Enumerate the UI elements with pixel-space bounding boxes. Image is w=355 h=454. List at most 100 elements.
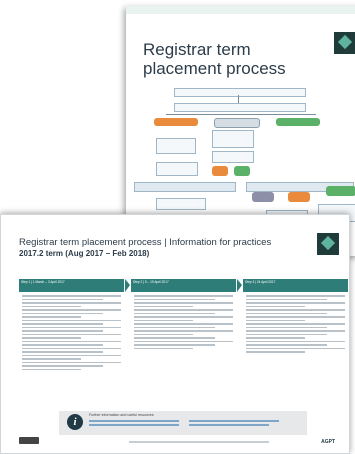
step-arrow-icon — [237, 279, 242, 292]
text-line — [246, 340, 345, 342]
text-line — [22, 312, 104, 314]
text-line — [246, 326, 328, 328]
text-line — [134, 319, 194, 321]
text-line — [22, 326, 121, 328]
flow-no-chip — [212, 166, 228, 176]
flow-box — [212, 151, 254, 163]
flow-purple-chip — [252, 192, 274, 202]
text-line — [134, 305, 194, 307]
text-line — [246, 347, 345, 349]
text-line — [246, 295, 345, 297]
agpt-logo-icon — [317, 233, 339, 255]
text-line — [134, 312, 216, 314]
text-line — [246, 323, 345, 325]
step-2-header: Step 2 | 5 – 19 April 2017 — [131, 279, 236, 292]
step-1-header: Step 1 | 1 March – 3 April 2017 — [19, 279, 124, 292]
text-line — [246, 298, 328, 300]
text-line — [22, 361, 121, 363]
footer-note — [129, 441, 269, 443]
text-line — [22, 337, 82, 339]
text-line — [134, 298, 216, 300]
text-line — [22, 347, 121, 349]
text-line — [22, 365, 104, 367]
text-line — [22, 309, 121, 311]
text-line — [134, 309, 233, 311]
text-line — [134, 326, 216, 328]
agpt-footer-logo: AGPT — [321, 439, 335, 445]
back-document-title: Registrar term placement process — [143, 40, 286, 78]
flow-yes-chip — [234, 166, 250, 176]
agpt-logo-icon — [334, 32, 355, 54]
flow-orange-chip — [154, 118, 198, 126]
resource-link[interactable] — [89, 424, 179, 426]
back-top-bar — [126, 6, 355, 14]
step-arrow-icon — [125, 279, 130, 292]
text-line — [22, 295, 121, 297]
text-line — [22, 358, 82, 360]
front-document-subtitle: 2017.2 term (Aug 2017 – Feb 2018) — [19, 249, 150, 258]
text-line — [134, 302, 233, 304]
text-line — [246, 351, 306, 353]
text-line — [22, 319, 121, 321]
text-line — [22, 340, 121, 342]
text-line — [22, 323, 104, 325]
text-line — [246, 305, 306, 307]
creative-commons-badge-icon — [19, 437, 39, 444]
text-line — [22, 344, 104, 346]
text-line — [134, 337, 216, 339]
flow-orange-chip-2 — [288, 192, 310, 202]
text-line — [134, 347, 194, 349]
flow-box — [174, 103, 306, 112]
flow-box — [156, 162, 198, 176]
text-line — [22, 351, 104, 353]
step-1-column: Step 1 | 1 March – 3 April 2017 — [19, 279, 124, 409]
flow-green-chip — [276, 118, 320, 126]
text-line — [246, 309, 345, 311]
flow-green-chip-2 — [326, 186, 355, 196]
flow-connector — [238, 95, 239, 103]
info-icon: i — [67, 414, 83, 430]
step-3-column: Step 3 | 24 April 2017 — [243, 279, 348, 409]
flow-grey-chip — [214, 118, 260, 128]
text-line — [246, 337, 306, 339]
resource-link[interactable] — [189, 420, 279, 422]
text-line — [22, 333, 121, 335]
text-line — [246, 312, 328, 314]
text-line — [134, 330, 233, 332]
flow-box — [156, 138, 196, 154]
text-line — [134, 316, 233, 318]
text-line — [22, 354, 121, 356]
resource-link[interactable] — [89, 420, 179, 422]
text-line — [246, 333, 328, 335]
further-information-bar: i Further information and useful resourc… — [59, 411, 307, 435]
step-2-body — [131, 292, 236, 407]
text-line — [134, 333, 194, 335]
text-line — [22, 305, 82, 307]
step-1-body — [19, 292, 124, 407]
step-3-body — [243, 292, 348, 407]
text-line — [22, 302, 121, 304]
step-3-header: Step 3 | 24 April 2017 — [243, 279, 348, 292]
further-information-title: Further information and useful resources — [89, 413, 154, 417]
text-line — [246, 302, 345, 304]
flow-box — [212, 130, 254, 148]
text-line — [22, 330, 104, 332]
text-line — [134, 340, 233, 342]
flow-box — [134, 182, 236, 192]
front-document-page: Registrar term placement process | Infor… — [0, 214, 350, 454]
resource-link[interactable] — [189, 424, 269, 426]
text-line — [246, 316, 345, 318]
front-document-title: Registrar term placement process | Infor… — [19, 237, 272, 248]
text-line — [22, 298, 104, 300]
text-line — [134, 323, 233, 325]
text-line — [246, 319, 306, 321]
text-line — [134, 295, 233, 297]
step-2-column: Step 2 | 5 – 19 April 2017 — [131, 279, 236, 409]
text-line — [134, 344, 216, 346]
flow-box — [156, 198, 206, 210]
text-line — [246, 344, 328, 346]
text-line — [22, 368, 82, 370]
text-line — [22, 316, 82, 318]
flow-box — [174, 88, 306, 97]
flow-connector — [166, 114, 316, 115]
